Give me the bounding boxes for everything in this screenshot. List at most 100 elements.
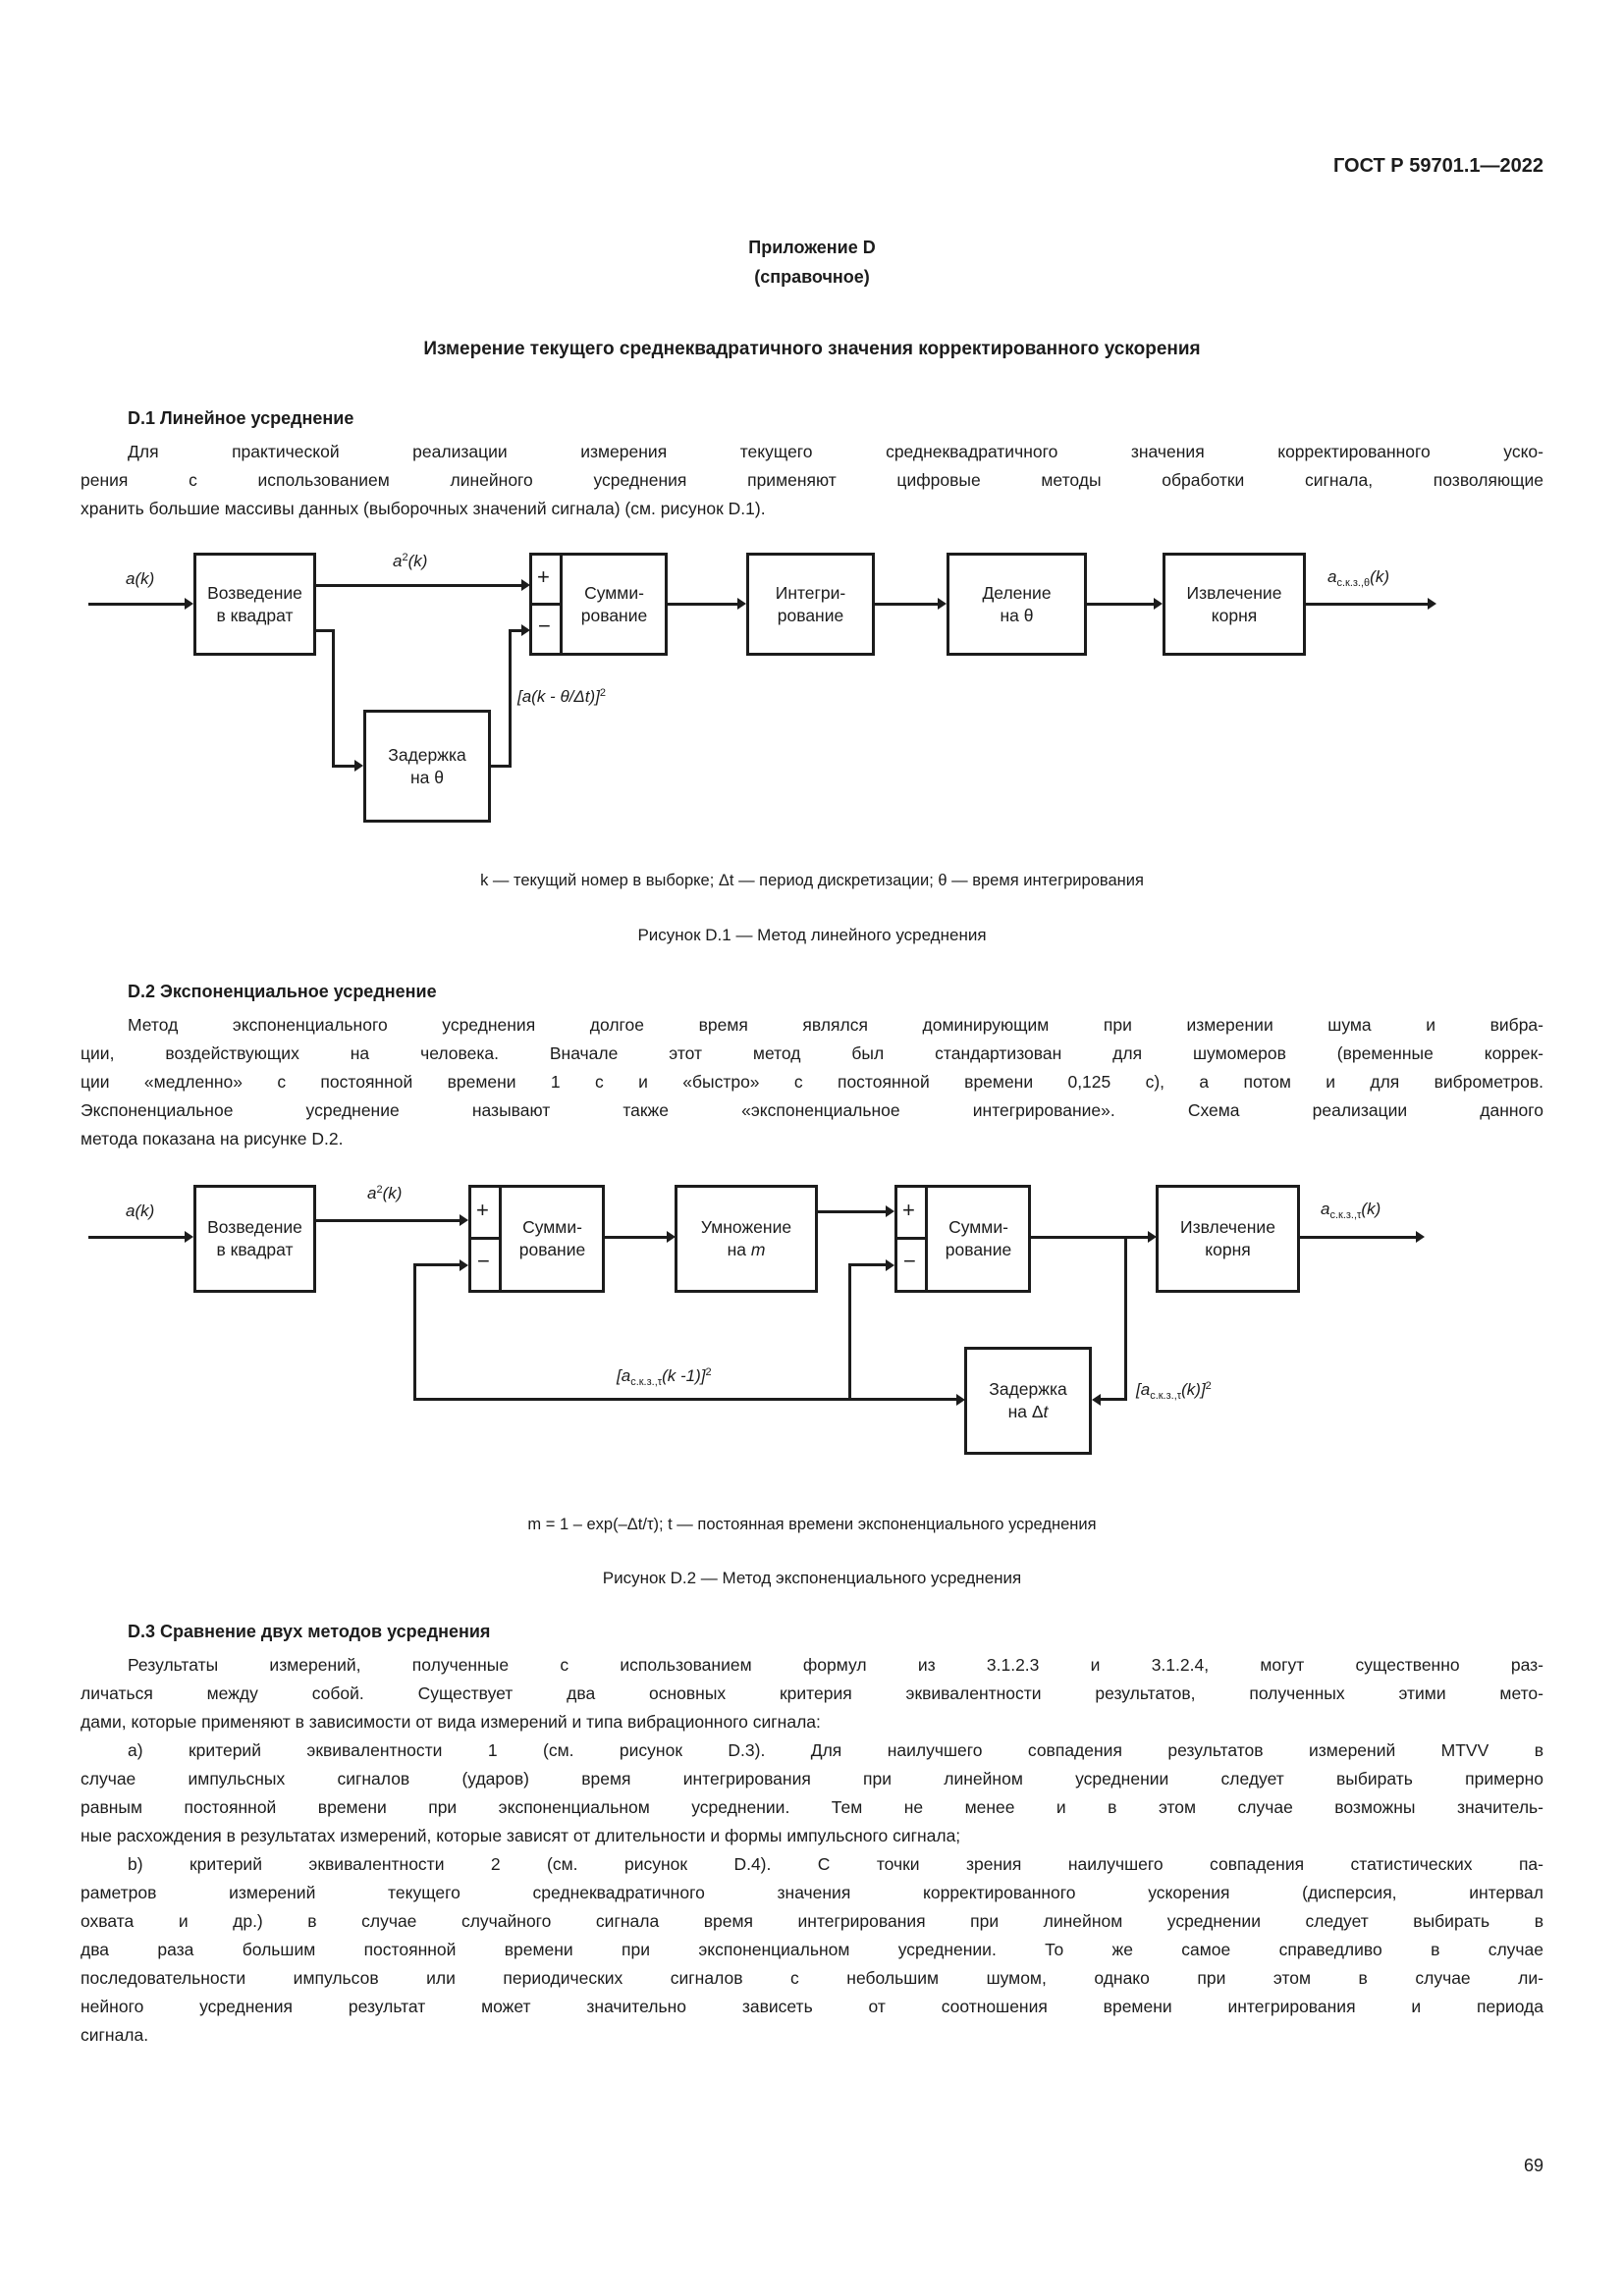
- fig2-box-multiply: Умножение на m: [675, 1185, 818, 1293]
- fig1-arrowhead: [185, 598, 193, 610]
- fig2-connector: [848, 1263, 851, 1401]
- section-d3-heading: D.3 Сравнение двух методов усреднения: [128, 1622, 491, 1641]
- text-line: b) критерий эквивалентности 2 (см. рисун…: [128, 1854, 1543, 1874]
- text-line: ции, воздействующих на человека. Вначале…: [81, 1043, 1543, 1063]
- fig2-arrowhead: [956, 1394, 965, 1406]
- fig1-connector: [88, 603, 185, 606]
- text-line: дами, которые применяют в зависимости от…: [81, 1712, 821, 1732]
- text-line: равным постоянной времени при экспоненци…: [81, 1797, 1543, 1817]
- section-d1-heading: D.1 Линейное усреднение: [128, 408, 354, 428]
- fig2-feedback-previous-label: [aс.к.з.,τ(k -1)]2: [617, 1366, 712, 1388]
- fig1-connector: [332, 629, 335, 768]
- fig2-connector: [818, 1210, 886, 1213]
- appendix-kind: (справочное): [754, 267, 870, 287]
- fig2-arrowhead: [1092, 1394, 1101, 1406]
- fig1-connector: [1306, 603, 1428, 606]
- fig1-connector: [509, 629, 521, 632]
- section-d3-text: Результаты измерений, полученные с испол…: [81, 1651, 1543, 2050]
- fig2-connector: [413, 1263, 416, 1401]
- fig1-arrowhead: [1154, 598, 1163, 610]
- fig1-arrowhead: [1428, 598, 1436, 610]
- fig2-connector: [413, 1263, 460, 1266]
- fig2-arrowhead: [667, 1231, 676, 1243]
- text-line: Метод экспоненциального усреднения долго…: [128, 1015, 1543, 1035]
- fig2-connector: [848, 1263, 886, 1266]
- fig2-output-label: aс.к.з.,τ(k): [1321, 1200, 1381, 1221]
- fig2-input-label: a(k): [126, 1201, 155, 1220]
- fig1-output-label: aс.к.з.,θ(k): [1327, 567, 1389, 589]
- fig2-connector: [1300, 1236, 1416, 1239]
- text-line: два раза большим постоянной времени при …: [81, 1940, 1543, 1959]
- text-line: последовательности импульсов или периоди…: [81, 1968, 1543, 1988]
- document-title: Измерение текущего среднеквадратичного з…: [423, 339, 1201, 359]
- fig2-arrowhead: [460, 1214, 468, 1226]
- fig2-box-summation-1: + − Сумми- рование: [468, 1185, 605, 1293]
- page-number: 69: [1523, 2156, 1543, 2175]
- section-d3-paragraph-b: b) критерий эквивалентности 2 (см. рисун…: [81, 1850, 1543, 2050]
- fig1-legend: k — текущий номер в выборке; Δt — период…: [480, 872, 1144, 889]
- fig2-arrowhead: [1416, 1231, 1425, 1243]
- fig2-arrowhead: [886, 1205, 894, 1217]
- text-line: хранить большие массивы данных (выборочн…: [81, 499, 766, 518]
- fig1-arrowhead: [521, 624, 530, 636]
- fig1-box-delay: Задержка на θ: [363, 710, 491, 823]
- fig2-formula: m = 1 – exp(–Δt/τ); t — постоянная време…: [527, 1516, 1097, 1533]
- fig1-connector: [316, 629, 335, 632]
- fig2-box-summation-2: + − Сумми- рование: [894, 1185, 1031, 1293]
- fig2-connector: [88, 1236, 185, 1239]
- fig1-connector: [509, 629, 512, 768]
- plus-sign: +: [537, 564, 550, 589]
- fig2-connector: [316, 1219, 460, 1222]
- fig1-squared-label: a2(k): [393, 552, 428, 570]
- text-line: случае импульсных сигналов (ударов) врем…: [81, 1769, 1543, 1789]
- doc-number: ГОСТ Р 59701.1—2022: [1332, 155, 1543, 177]
- fig2-caption: Рисунок D.2 — Метод экспоненциального ус…: [602, 1569, 1022, 1587]
- appendix-label: Приложение D: [748, 238, 876, 257]
- text-line: метода показана на рисунке D.2.: [81, 1129, 344, 1148]
- fig1-connector: [875, 603, 938, 606]
- fig2-box-delay: Задержка на Δt: [964, 1347, 1092, 1455]
- fig2-arrowhead: [185, 1231, 193, 1243]
- minus-sign: −: [477, 1249, 490, 1273]
- fig2-arrowhead: [1148, 1231, 1157, 1243]
- fig1-arrowhead: [521, 579, 530, 591]
- fig1-input-label: a(k): [126, 569, 155, 588]
- fig1-arrowhead: [938, 598, 947, 610]
- text-line: Результаты измерений, полученные с испол…: [128, 1655, 1543, 1675]
- text-line: охвата и др.) в случае случайного сигнал…: [81, 1911, 1543, 1931]
- fig1-delayed-label: [a(k - θ/Δt)]2: [517, 687, 607, 706]
- fig1-connector: [1087, 603, 1154, 606]
- text-line: раметров измерений текущего среднеквадра…: [81, 1883, 1543, 1902]
- fig1-arrowhead: [354, 760, 363, 772]
- section-d3-paragraph-1: Результаты измерений, полученные с испол…: [81, 1651, 1543, 1736]
- section-d2-paragraph: Метод экспоненциального усреднения долго…: [81, 1011, 1543, 1153]
- text-line: а) критерий эквивалентности 1 (см. рисун…: [128, 1740, 1543, 1760]
- fig1-connector: [332, 765, 355, 768]
- fig1-arrowhead: [737, 598, 746, 610]
- section-d1-paragraph: Для практической реализации измерения те…: [81, 438, 1543, 523]
- fig1-box-summation: + − Сумми- рование: [529, 553, 668, 656]
- fig1-connector: [491, 765, 512, 768]
- text-line: нейного усреднения результат может значи…: [81, 1997, 1543, 2016]
- section-d2-heading: D.2 Экспоненциальное усреднение: [128, 982, 437, 1001]
- fig1-connector: [316, 584, 521, 587]
- fig2-feedback-current-label: [aс.к.з.,τ(k)]2: [1136, 1380, 1212, 1402]
- fig2-connector: [605, 1236, 667, 1239]
- fig1-connector: [668, 603, 737, 606]
- text-line: личаться между собой. Существует два осн…: [81, 1683, 1543, 1703]
- fig2-arrowhead: [460, 1259, 468, 1271]
- text-line: сигнала.: [81, 2025, 149, 2045]
- fig2-squared-label: a2(k): [367, 1184, 403, 1202]
- fig2-connector: [1031, 1236, 1148, 1239]
- minus-sign: −: [538, 614, 551, 638]
- text-line: ные расхождения в результатах измерений,…: [81, 1826, 961, 1845]
- text-line: Для практической реализации измерения те…: [128, 442, 1543, 461]
- fig1-box-root: Извлечение корня: [1163, 553, 1306, 656]
- fig2-box-squaring: Возведение в квадрат: [193, 1185, 316, 1293]
- fig2-connector: [413, 1398, 956, 1401]
- section-d3-paragraph-a: а) критерий эквивалентности 1 (см. рисун…: [81, 1736, 1543, 1850]
- fig2-arrowhead: [886, 1259, 894, 1271]
- text-line: рения с использованием линейного усредне…: [81, 470, 1543, 490]
- plus-sign: +: [902, 1198, 915, 1222]
